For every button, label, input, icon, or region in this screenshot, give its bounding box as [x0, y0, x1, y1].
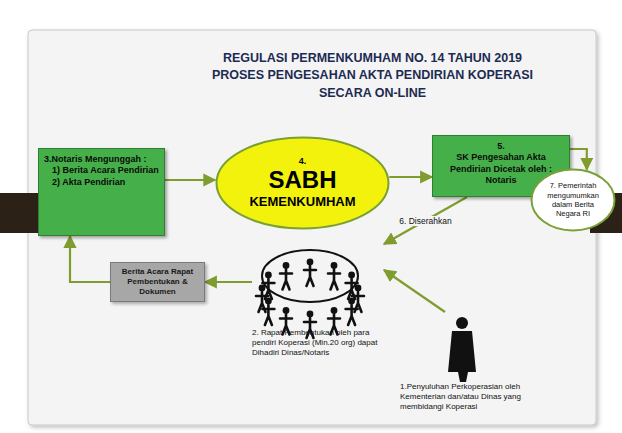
- node-text: 3.Notaris Mengunggah :: [44, 154, 159, 165]
- person-figure: [448, 317, 476, 382]
- node-text: 1.Penyuluhan Perkoperasian oleh Kementer…: [400, 382, 538, 412]
- people-circle: [256, 250, 364, 338]
- edge-label: 6. Diserahkan: [397, 216, 453, 226]
- connector-arrow: [205, 281, 252, 283]
- node-text: 7. Pemerintah mengumumkan dalam Berita N…: [542, 181, 604, 219]
- node-text: 1) Berita Acara Pendirian: [52, 165, 159, 176]
- node-text: 5.: [438, 141, 564, 152]
- counseling-node: 1.Penyuluhan Perkoperasian oleh Kementer…: [400, 312, 538, 412]
- process-box: 3.Notaris Mengunggah :1) Berita Acara Pe…: [38, 148, 165, 236]
- meeting-node: 2. Rapat Pembentukan oleh para pendiri K…: [252, 232, 384, 358]
- document-box: Berita Acara Rapat Pembentukan & Dokumen: [110, 262, 205, 302]
- connector-arrow: [70, 236, 110, 282]
- node-text: Berita Acara Rapat Pembentukan & Dokumen: [115, 267, 200, 297]
- dark-band: [0, 193, 40, 233]
- result-ellipse: 7. Pemerintah mengumumkan dalam Berita N…: [530, 168, 616, 232]
- node-text: KEMENKUMHAM: [228, 194, 378, 210]
- connector-arrow: [570, 149, 587, 170]
- connector-arrow: [384, 270, 445, 312]
- node-text: 2) Akta Pendirian: [52, 177, 159, 188]
- ellipse-text-wrap: 7. Pemerintah mengumumkan dalam Berita N…: [542, 181, 604, 219]
- node-text: SABH: [228, 167, 378, 193]
- system-ellipse: 4.SABHKEMENKUMHAM: [215, 136, 390, 230]
- node-text: SK Pengesahan Akta Pendirian Dicetak ole…: [438, 152, 564, 175]
- node-text: 4.: [228, 156, 378, 167]
- connector-arrow: [389, 176, 432, 178]
- connector-arrow: [384, 197, 467, 244]
- connector-arrow: [165, 179, 215, 181]
- node-text: 2. Rapat Pembentukan oleh para pendiri K…: [252, 328, 384, 358]
- diagram-title: REGULASI PERMENKUMHAM NO. 14 TAHUN 2019 …: [200, 50, 545, 102]
- ellipse-text-wrap: 4.SABHKEMENKUMHAM: [228, 156, 378, 210]
- slide-frame: [28, 30, 596, 425]
